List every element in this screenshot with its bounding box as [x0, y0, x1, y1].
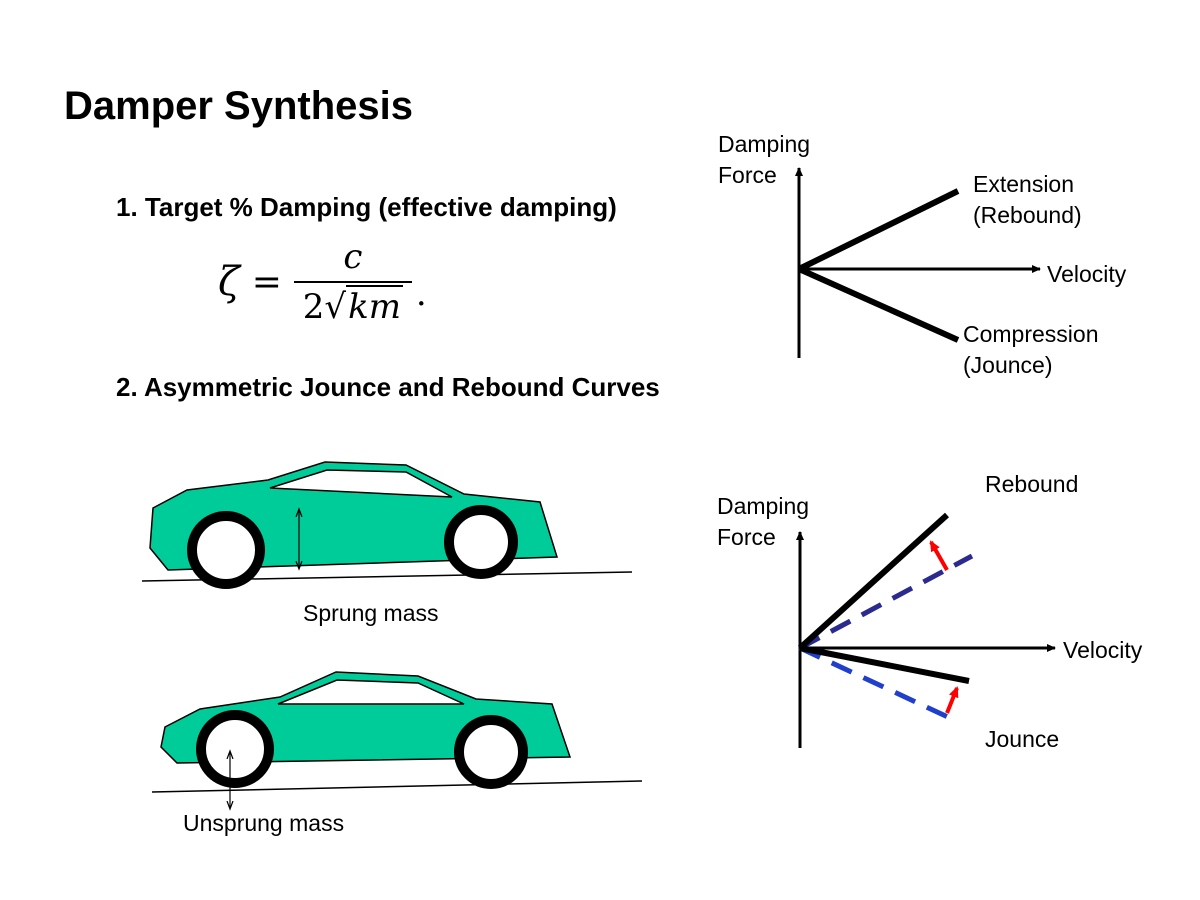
jounce-curve-original: [798, 645, 952, 721]
rear-wheel: [444, 505, 518, 579]
graph2-ylabel-line2: Force: [717, 524, 776, 550]
graph2-ylabel: Damping Force: [717, 491, 809, 553]
jounce-adjust-arrow: [945, 686, 959, 714]
damping-ratio-formula: ζ = c 2√km .: [218, 232, 427, 332]
rebound-curve: [797, 512, 950, 651]
graph2-jounce-label: Jounce: [985, 726, 1060, 752]
car-window: [269, 469, 453, 498]
extension-curve: [797, 188, 960, 272]
formula-trailing-period: .: [415, 274, 427, 314]
formula-coefficient: 2: [302, 287, 325, 327]
heading-asymmetric-curves: 2. Asymmetric Jounce and Rebound Curves: [116, 372, 660, 402]
graph1-ylabel-line1: Damping: [718, 131, 811, 157]
car-sprung-mass: [141, 461, 633, 589]
damping-curve-graph-symmetric: [795, 167, 1041, 358]
graph1-extension-line2: (Rebound): [973, 202, 1082, 228]
compression-curve: [797, 266, 960, 343]
heading-target-damping: 1. Target % Damping (effective damping): [116, 192, 617, 222]
graph1-compression-line2: (Jounce): [963, 352, 1053, 378]
road-line: [151, 780, 643, 793]
car-window: [277, 679, 465, 705]
rear-wheel: [454, 715, 528, 789]
graph1-xlabel: Velocity: [1047, 261, 1127, 287]
unsprung-mass-label: Unsprung mass: [183, 810, 345, 836]
formula-zeta: ζ: [218, 259, 240, 305]
graph2-xlabel: Velocity: [1063, 637, 1143, 663]
jounce-curve: [799, 645, 970, 684]
formula-equals: =: [251, 261, 282, 303]
front-wheel: [187, 511, 265, 589]
formula-fraction: c 2√km: [293, 237, 412, 327]
car-unsprung-mass: [151, 671, 643, 808]
front-wheel: [196, 710, 274, 788]
graph1-ylabel: Damping Force: [718, 129, 810, 191]
formula-numerator: c: [343, 237, 363, 277]
formula-radicand: km: [346, 285, 403, 327]
graph2-ylabel-line1: Damping: [717, 493, 810, 519]
damping-curve-graph-asymmetric: [796, 512, 1056, 748]
graph1-compression-label: Compression (Jounce): [963, 319, 1099, 381]
radical-sign-icon: √: [324, 287, 347, 327]
formula-denominator: 2√km: [303, 283, 403, 327]
rebound-adjust-arrow: [929, 540, 949, 571]
graph1-extension-label: Extension (Rebound): [973, 169, 1082, 231]
sprung-mass-label: Sprung mass: [303, 600, 439, 626]
graph1-ylabel-line2: Force: [718, 162, 777, 188]
page-title: Damper Synthesis: [64, 84, 414, 128]
formula-fraction-bar: [293, 281, 412, 283]
graph1-extension-line1: Extension: [973, 171, 1075, 197]
graph2-rebound-label: Rebound: [985, 471, 1079, 497]
graph1-compression-line1: Compression: [963, 321, 1099, 347]
